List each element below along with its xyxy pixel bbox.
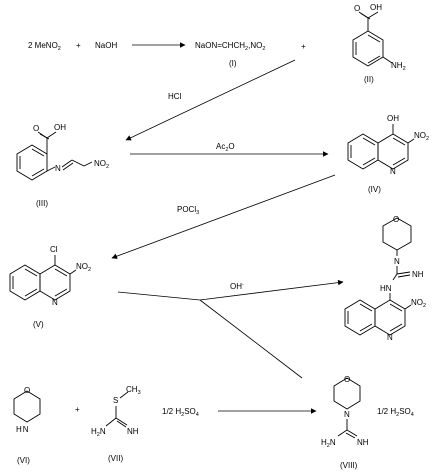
compound-iii: OH O N NO2 (III) [16,123,109,208]
arrow-branch-lower [199,299,303,379]
svg-text:NH: NH [412,270,424,279]
svg-text:H2N: H2N [91,427,106,438]
compound-viii-label: (VIII) [340,461,358,470]
svg-text:N: N [390,167,396,176]
compound-iv: OH NO2 N (IV) [347,114,429,194]
svg-text:OH: OH [387,114,399,123]
plus-sign: + [76,41,81,50]
arrow-branch-upper [199,279,344,301]
compound-vi-label: (VI) [17,456,30,465]
plus-sign-3: + [75,405,80,414]
svg-text:N: N [52,298,58,307]
compound-i-label: (I) [229,59,237,68]
compound-viii: O N H2N NH (VIII) [321,375,369,470]
compound-v-label: (V) [33,320,44,329]
reagent-naoh: NaOH [95,41,117,50]
svg-text:N: N [387,333,393,342]
svg-text:OH: OH [370,3,382,12]
compound-vi: O HN (VI) [13,386,41,465]
compound-ii-label: (II) [364,75,374,84]
svg-text:2 MeNO2: 2 MeNO2 [28,41,61,52]
svg-text:OH: OH [54,123,66,132]
salt-hemisulfate-1: 1/2 H2SO4 [162,407,199,418]
svg-text:HN: HN [380,284,392,293]
svg-text:NH: NH [357,438,369,447]
salt-hemisulfate-2: 1/2 H2SO4 [377,407,414,418]
svg-text:NaON=CHCH2,NO2: NaON=CHCH2,NO2 [195,41,265,52]
arrow-step4 [111,174,336,259]
reagent-menitro: 2 MeNO2 [28,41,61,52]
svg-text:NH2: NH2 [391,61,406,72]
arrow-step2 [125,59,296,141]
svg-text:NH: NH [127,427,139,436]
arrow-branch-stem [117,291,201,301]
condition-hcl: HCl [168,92,182,101]
compound-iv-label: (IV) [368,185,381,194]
svg-text:CH3: CH3 [126,385,141,396]
svg-text:NO2: NO2 [414,131,429,142]
svg-text:H2N: H2N [321,438,336,449]
plus-sign-2: + [301,42,306,51]
condition-pocl3: POCl3 [177,205,199,216]
svg-text:NO2: NO2 [94,159,109,170]
svg-text:O: O [354,4,360,13]
svg-text:N: N [394,257,400,266]
svg-text:NO2: NO2 [76,262,91,273]
compound-v: Cl NO2 N (V) [9,245,91,329]
compound-product: O N NH HN NO2 N [344,215,426,342]
condition-oh: OH- [230,282,244,291]
svg-text:O: O [24,386,30,395]
svg-text:N: N [344,410,350,419]
svg-text:N: N [55,164,61,173]
svg-text:S: S [113,396,118,405]
compound-iii-label: (III) [36,199,48,208]
svg-text:O: O [393,215,399,224]
compound-vii-label: (VII) [108,454,123,463]
compound-i: NaON=CHCH2,NO2 (I) [195,41,265,68]
svg-text:O: O [33,124,39,133]
compound-ii: OH O NH2 (II) [352,3,406,84]
condition-ac2o: Ac2O [216,142,235,153]
svg-text:NO2: NO2 [411,298,426,309]
compound-vii: S CH3 H2N NH (VII) [91,385,141,463]
svg-text:Cl: Cl [50,245,58,254]
svg-text:O: O [344,375,350,384]
svg-text:HN: HN [16,425,29,434]
